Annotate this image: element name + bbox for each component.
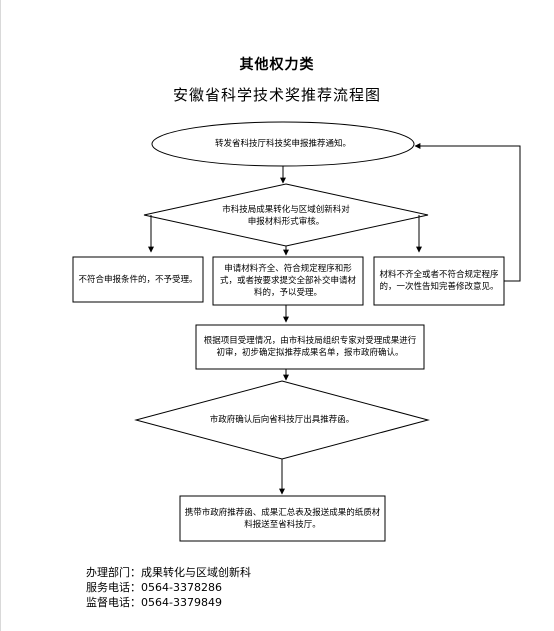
reject-text: 不符合申报条件的，不予受理。 <box>78 274 198 285</box>
gov-diamond-text: 市政府确认后向省科技厅出具推荐函。 <box>209 415 355 425</box>
expert-review-text: 根据项目受理情况，由市科技局组织专家对受理成果进行初审，初步确定拟推荐成果名单，… <box>203 336 417 358</box>
page-subtitle: 安徽省科学技术奖推荐流程图 <box>172 86 381 104</box>
page-border <box>0 0 1 631</box>
arrow-incomplete-loop <box>414 143 521 282</box>
submit-text: 携带市政府推荐函、成果汇总表及报送成果的纸质材料报送至省科技厅。 <box>184 507 381 530</box>
footer-service-phone: 服务电话：0564-3378286 <box>86 581 222 594</box>
review-diamond-text: 市科技局成果转化与区域创新科对申报材料形式审核。 <box>222 205 350 227</box>
incomplete-box <box>373 256 505 306</box>
footer-dept: 办理部门：成果转化与区域创新科 <box>86 566 251 579</box>
incomplete-text: 材料不齐全或者不符合规定程序的，一次性告知完善修改意见。 <box>379 270 499 292</box>
accept-text: 申请材料齐全、符合规定程序和形式，或者按要求提交全部补交申请材料的，予以受理。 <box>219 264 356 298</box>
start-text: 转发省科技厅科技奖申报推荐通知。 <box>214 139 351 149</box>
reject-box <box>72 256 204 303</box>
page-title: 其他权力类 <box>239 57 315 73</box>
accept-box <box>212 256 364 306</box>
footer-supervise-phone: 监督电话：0564-3379849 <box>86 596 222 609</box>
expert-review-box <box>195 324 425 370</box>
submit-box <box>179 495 386 542</box>
